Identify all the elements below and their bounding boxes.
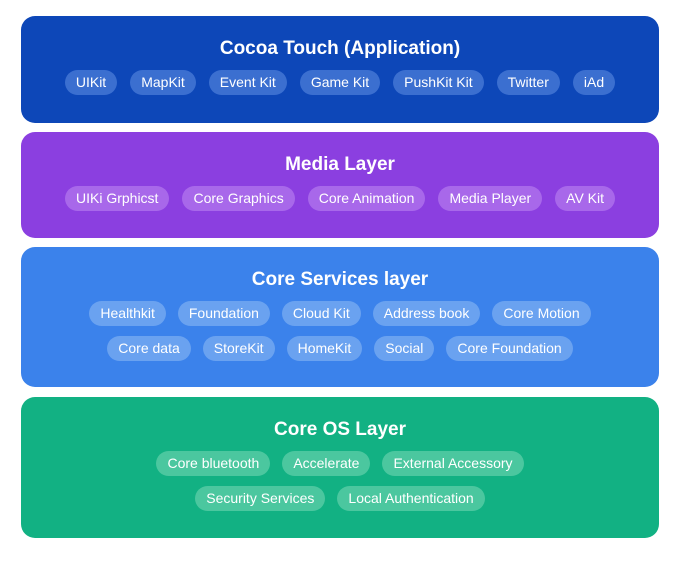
component-row: Healthkit Foundation Cloud Kit Address b… xyxy=(89,301,591,326)
component-row: Core bluetooth Accelerate External Acces… xyxy=(156,451,524,476)
component-row: Security Services Local Authentication xyxy=(195,486,485,511)
component-pill-core-data: Core data xyxy=(107,336,191,361)
component-pill-cloud-kit: Cloud Kit xyxy=(281,301,361,326)
component-pill-event-kit: Event Kit xyxy=(208,70,287,95)
component-pill-twitter: Twitter xyxy=(496,70,560,95)
component-pill-social: Social xyxy=(374,336,435,361)
component-pill-address-book: Address book xyxy=(372,301,481,326)
component-pill-accelerate: Accelerate xyxy=(282,451,371,476)
component-pill-homekit: HomeKit xyxy=(286,336,363,361)
component-row: Core data StoreKit HomeKit Social Core F… xyxy=(107,336,573,361)
component-pill-uiki-grphicst: UIKi Grphicst xyxy=(64,186,170,211)
component-pill-storekit: StoreKit xyxy=(202,336,275,361)
component-pill-core-motion: Core Motion xyxy=(492,301,591,326)
component-pill-security-services: Security Services xyxy=(195,486,326,511)
cocoa-touch-layer: Cocoa Touch (Application) UIKit MapKit E… xyxy=(21,16,659,123)
layer-title: Core OS Layer xyxy=(274,419,406,440)
component-pill-core-graphics: Core Graphics xyxy=(182,186,295,211)
component-pill-game-kit: Game Kit xyxy=(299,70,381,95)
component-pill-local-authentication: Local Authentication xyxy=(337,486,485,511)
core-os-layer: Core OS Layer Core bluetooth Accelerate … xyxy=(21,397,659,538)
component-pill-core-animation: Core Animation xyxy=(307,186,426,211)
component-pill-foundation: Foundation xyxy=(177,301,270,326)
layer-title: Media Layer xyxy=(285,154,395,175)
core-services-layer: Core Services layer Healthkit Foundation… xyxy=(21,247,659,387)
component-pill-pushkit-kit: PushKit Kit xyxy=(393,70,484,95)
media-layer: Media Layer UIKi Grphicst Core Graphics … xyxy=(21,132,659,238)
component-pill-mapkit: MapKit xyxy=(130,70,196,95)
layer-title: Cocoa Touch (Application) xyxy=(219,38,461,59)
component-pill-media-player: Media Player xyxy=(438,186,543,211)
component-pill-external-accessory: External Accessory xyxy=(382,451,524,476)
layer-title: Core Services layer xyxy=(251,269,429,290)
component-pill-healthkit: Healthkit xyxy=(89,301,166,326)
component-pill-uikit: UIKit xyxy=(64,70,118,95)
component-row: UIKit MapKit Event Kit Game Kit PushKit … xyxy=(64,70,616,95)
component-pill-av-kit: AV Kit xyxy=(555,186,616,211)
component-row: UIKi Grphicst Core Graphics Core Animati… xyxy=(64,186,616,211)
component-pill-core-foundation: Core Foundation xyxy=(446,336,573,361)
component-pill-iad: iAd xyxy=(572,70,616,95)
component-pill-core-bluetooth: Core bluetooth xyxy=(156,451,271,476)
